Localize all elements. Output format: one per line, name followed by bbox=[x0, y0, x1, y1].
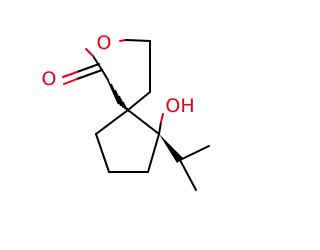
bond-carbonyl-double-1 bbox=[76, 69, 103, 80]
bond-cbr-coh bbox=[147, 133, 160, 173]
carbonyl-oxygen-label: O bbox=[42, 68, 57, 90]
ring-oxygen-label: O bbox=[97, 32, 112, 54]
bond-spiro-cl bbox=[95, 109, 129, 135]
bond-c-oh bbox=[158, 121, 162, 135]
isopropyl-group bbox=[179, 145, 210, 191]
bond-carbonyl-double-2 bbox=[76, 63, 100, 73]
bond-ring-o-ch2 bbox=[125, 39, 151, 42]
cyclopentane-ring bbox=[95, 109, 160, 173]
bond-ring-o-ch2-red bbox=[119, 39, 127, 42]
bond-cl-cbl bbox=[95, 133, 110, 173]
hydroxyl-label: OH bbox=[165, 95, 194, 117]
bond-coh-spiro bbox=[127, 109, 160, 135]
bond-hash-tail bbox=[101, 69, 109, 81]
bond-ch-me-bottom bbox=[179, 159, 197, 191]
molecule-structure: O O OH bbox=[42, 32, 210, 191]
bond-carbonyl-c-ring-o bbox=[92, 55, 103, 71]
bond-ch2-spiro bbox=[127, 91, 151, 111]
bond-carbonyl-c-ring-o-red bbox=[85, 48, 94, 57]
bond-c-oh-red bbox=[160, 113, 164, 123]
bond-carbonyl-double-2-red bbox=[62, 71, 78, 78]
bond-ch-me-top bbox=[179, 145, 210, 161]
bond-carbonyl-double-1-red bbox=[63, 78, 78, 85]
wedge-bond-isopropyl bbox=[159, 134, 183, 163]
hash-bond-spiro-carbonyl bbox=[106, 77, 130, 113]
lactone-ring bbox=[62, 39, 151, 113]
